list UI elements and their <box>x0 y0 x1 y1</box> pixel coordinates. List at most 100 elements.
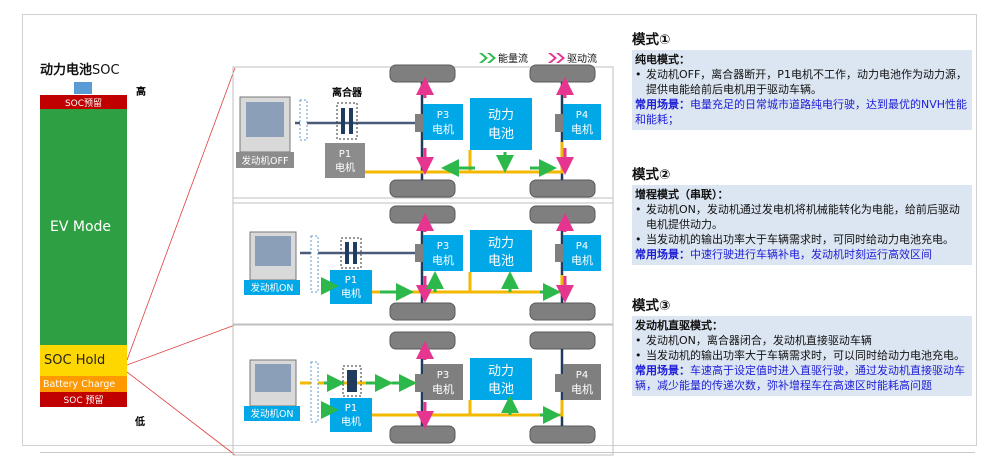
panel-mode-1: 发动机OFF 离合器 P1 电机 P3 电机 动力 电池 P4 电机 <box>236 77 601 180</box>
battery-label: 电池 <box>488 254 514 269</box>
battery-label: 动力 <box>488 236 514 251</box>
mode-1-block: 模式① 纯电模式： •发动机OFF，离合器断开，P1电机不工作，动力电池作为动力… <box>632 28 972 130</box>
bottom-divider <box>40 452 975 453</box>
engine-label: 发动机ON <box>250 408 293 420</box>
engine-cylinders <box>246 102 284 137</box>
panel-frame-2 <box>232 197 614 325</box>
wheel <box>389 425 456 444</box>
p3-motor-label: P3 <box>437 241 449 252</box>
legend-energy-flow: 能量流 <box>478 50 528 65</box>
p3-motor <box>423 235 463 271</box>
battery-terminal <box>74 82 92 94</box>
energy-flow-icon <box>479 52 496 63</box>
p4-motor-label: P4 <box>576 370 588 381</box>
p3-motor <box>423 104 463 140</box>
mode-1-heading: 模式① <box>632 32 671 48</box>
mode-3-heading: 模式③ <box>632 298 671 314</box>
p4-motor-label: P4 <box>576 110 588 121</box>
damper <box>310 235 319 293</box>
mode-2-bullet: •当发动机的输出功率大于车辆需求时，可同时给动力电池充电。 <box>635 233 954 246</box>
p1-motor <box>325 143 365 178</box>
p4-motor-label: 电机 <box>571 122 593 136</box>
wheel <box>529 179 596 198</box>
p3-motor-label: P3 <box>437 110 449 121</box>
battery-label: 电池 <box>488 127 514 142</box>
mode-2-block: 模式② 增程模式（串联）： •发动机ON，发动机通过发电机将机械能转化为电能，给… <box>632 163 972 265</box>
mode-2-box: 增程模式（串联）： •发动机ON，发动机通过发电机将机械能转化为电能，给前后驱动… <box>632 185 972 265</box>
power-battery <box>470 230 532 272</box>
panel-mode-2: 发动机ON P1 电机 P3 电机 动力 电池 P4 电机 <box>244 213 601 304</box>
mode-2-scene: 常用场景：中速行驶进行车辆补电，发动机时刻运行高效区间 <box>635 248 932 261</box>
wheel <box>389 64 456 83</box>
wheel <box>529 302 596 321</box>
wheel <box>389 179 456 198</box>
mode-3-bullet: •当发动机的输出功率大于车辆需求时，可以同时给动力电池充电。 <box>635 349 965 362</box>
p1-motor-label: P1 <box>339 149 351 160</box>
battery-soc-title: 动力电池SOC <box>40 63 120 78</box>
p1-motor-label: 电机 <box>335 161 355 174</box>
p3-motor-label: 电机 <box>432 382 454 396</box>
panel-mode-3: 发动机ON P1 电机 P3 电机 动力 电池 P4 电机 <box>244 341 601 432</box>
mode-1-subtitle: 纯电模式： <box>635 53 690 66</box>
mode-3-subtitle: 发动机直驱模式： <box>635 319 723 332</box>
engine-label-bg <box>236 152 294 168</box>
battery-label: 电池 <box>488 382 514 397</box>
mode-3-box: 发动机直驱模式： •发动机ON，离合器闭合，发动机直接驱动车辆 •当发动机的输出… <box>632 316 972 396</box>
slide-frame <box>22 14 977 446</box>
mode-2-subtitle: 增程模式（串联）： <box>635 188 729 201</box>
engine-label: 发动机ON <box>250 282 293 294</box>
clutch-label: 离合器 <box>332 86 363 99</box>
damper <box>299 99 308 141</box>
wheel <box>529 205 596 224</box>
wheel <box>389 331 456 350</box>
p1-motor-label: 电机 <box>341 287 361 300</box>
p1-motor-label: P1 <box>345 275 357 286</box>
wheel <box>529 64 596 83</box>
connector-line <box>126 324 236 366</box>
battery-soc-bar: SOC预留 EV Mode SOC Hold Battery Charge SO… <box>40 95 127 407</box>
p4-motor <box>563 104 601 140</box>
clutch <box>336 102 358 140</box>
damper <box>310 361 319 423</box>
p4-motor-label: P4 <box>576 241 588 252</box>
drive-flow-icon <box>548 52 565 63</box>
p3-motor <box>423 364 463 400</box>
mode-3-scene: 常用场景：车速高于设定值时进入直驱行驶，通过发动机直接驱动车辆，减少能量的传递次… <box>635 364 965 392</box>
clutch <box>340 237 362 269</box>
power-battery <box>470 358 532 400</box>
p4-motor-label: 电机 <box>571 382 593 396</box>
soc-hold: SOC Hold <box>40 345 127 376</box>
legend-drive-flow: 驱动流 <box>547 50 597 65</box>
mode-1-box: 纯电模式： •发动机OFF，离合器断开，P1电机不工作，动力电池作为动力源，提供… <box>632 50 972 130</box>
power-battery <box>470 98 532 150</box>
panel-frame-3 <box>232 324 614 456</box>
connector-line <box>126 67 236 361</box>
p4-motor-label: 电机 <box>571 253 593 267</box>
p4-motor <box>563 235 601 271</box>
mode-2-bullet: •发动机ON，发动机通过发电机将机械能转化为电能，给前后驱动电机提供动力。 <box>635 203 960 231</box>
powertrain-diagram: 发动机OFF 离合器 P1 电机 P3 电机 动力 电池 P4 电机 <box>126 64 614 456</box>
soc-bottom-reserve: SOC 预留 <box>40 392 127 407</box>
mode-2-heading: 模式② <box>632 167 671 183</box>
wheel <box>389 302 456 321</box>
soc-ev-mode: EV Mode <box>40 109 127 345</box>
connector-line <box>126 371 236 456</box>
soc-high-label: 高 <box>136 87 146 98</box>
battery-label: 动力 <box>488 108 514 123</box>
p3-motor-label: P3 <box>437 370 449 381</box>
wheels <box>389 64 596 444</box>
mode-1-scene: 常用场景：电量充足的日常城市道路纯电行驶，达到最优的NVH性能和能耗； <box>635 98 968 126</box>
p3-motor-label: 电机 <box>432 122 454 136</box>
wheel <box>389 205 456 224</box>
battery-label: 动力 <box>488 364 514 379</box>
wheel <box>529 331 596 350</box>
mode-1-bullet: •发动机OFF，离合器断开，P1电机不工作，动力电池作为动力源，提供电能给前后电… <box>635 68 967 96</box>
engine-label: 发动机OFF <box>242 155 289 167</box>
p1-motor-label: P1 <box>345 403 357 414</box>
p3-motor-label: 电机 <box>432 253 454 267</box>
soc-battery-charge: Battery Charge <box>40 376 127 392</box>
soc-low-label: 低 <box>135 417 145 428</box>
soc-top-reserve: SOC预留 <box>40 95 127 109</box>
p4-motor <box>563 364 601 400</box>
wheel <box>529 425 596 444</box>
